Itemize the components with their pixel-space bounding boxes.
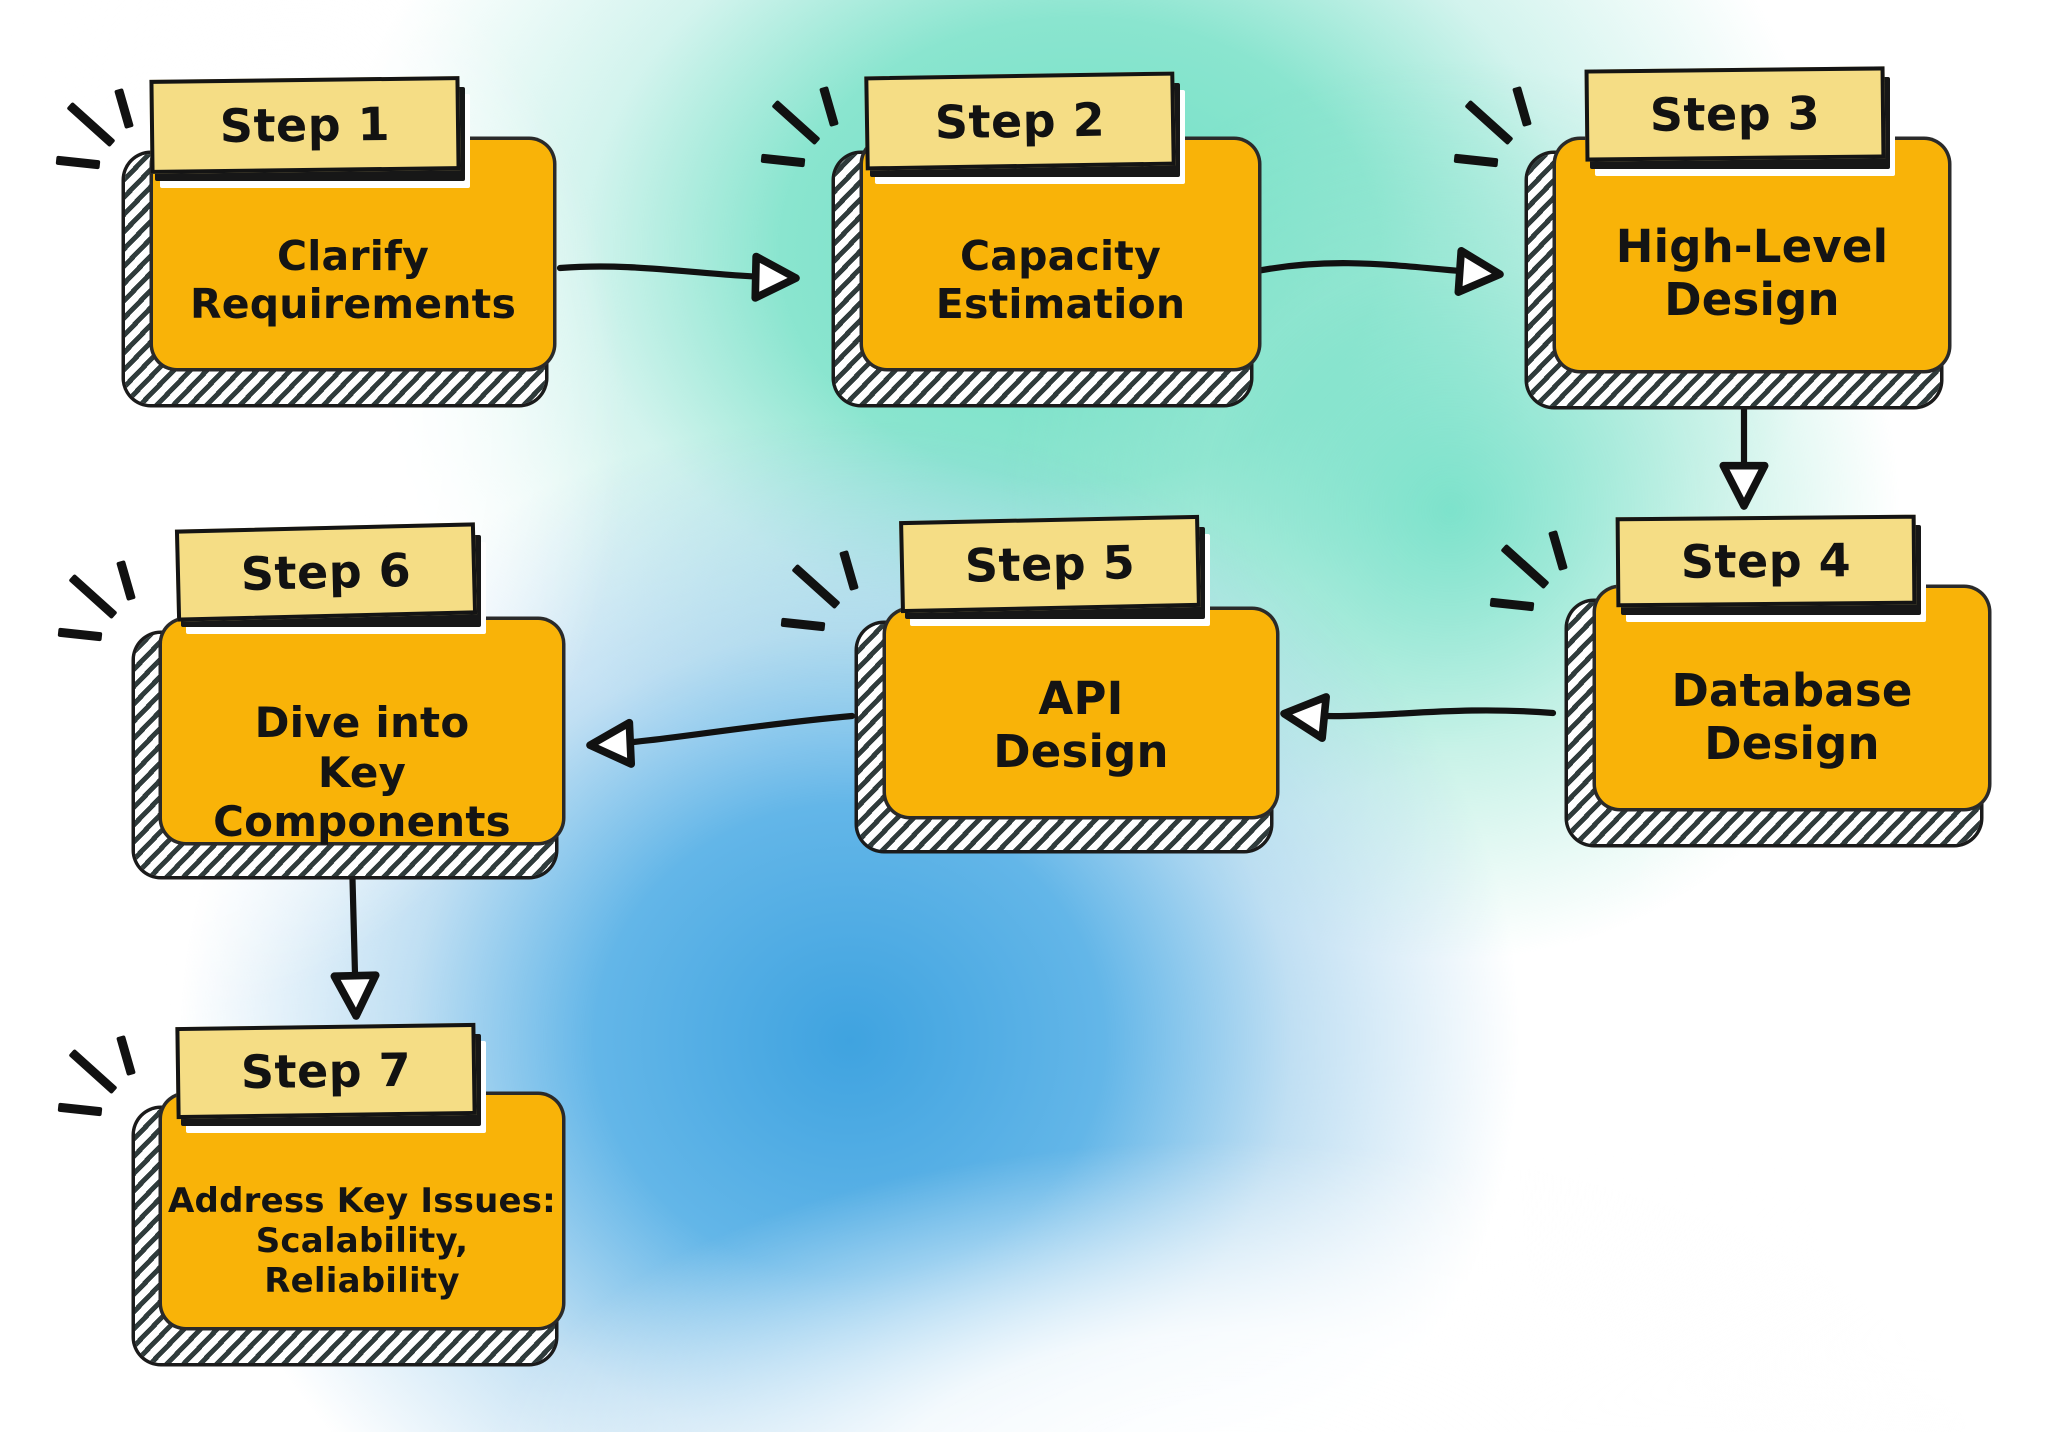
- node-step2[interactable]: Capacity Estimation Step 2: [760, 71, 1265, 404]
- spark-icon: [57, 1035, 152, 1137]
- chip-label: Step 7: [240, 1042, 412, 1100]
- card-body: [1556, 140, 1948, 370]
- chip-face: Step 4: [1615, 514, 1917, 608]
- spark-icon: [57, 560, 152, 662]
- node-step5[interactable]: API Design Step 5: [780, 514, 1290, 860]
- card-body: [162, 620, 562, 842]
- node-chip: Step 7: [175, 1022, 486, 1133]
- chip-label: Step 5: [964, 535, 1136, 593]
- node-chip: Step 3: [1584, 66, 1895, 176]
- node-label: High-Level Design: [1615, 220, 1889, 327]
- chip-label: Step 2: [934, 92, 1106, 150]
- chip-label: Step 3: [1649, 86, 1821, 142]
- node-label: Capacity Estimation: [935, 232, 1186, 329]
- node-label: Address Key Issues: Scalability, Reliabi…: [168, 1181, 556, 1302]
- node-step3[interactable]: High-Level Design Step 3: [1453, 66, 1960, 406]
- node-chip: Step 6: [174, 522, 486, 634]
- spark-icon: [1489, 530, 1584, 632]
- spark-icon: [780, 550, 875, 652]
- chip-label: Step 6: [240, 542, 412, 602]
- node-chip: Step 2: [864, 71, 1185, 184]
- node-label: Dive into Key Components: [213, 698, 511, 847]
- chip-face: Step 2: [864, 71, 1176, 171]
- node-chip: Step 4: [1615, 514, 1926, 622]
- chip-face: Step 3: [1584, 66, 1886, 162]
- card-body: [162, 1095, 562, 1327]
- chip-label: Step 4: [1680, 533, 1852, 589]
- spark-icon: [1453, 86, 1548, 188]
- node-label: API Design: [993, 672, 1169, 779]
- node-step7[interactable]: Address Key Issues: Scalability, Reliabi…: [57, 1022, 570, 1363]
- spark-icon: [55, 88, 150, 190]
- card-body: [1596, 588, 1988, 808]
- chip-face: Step 5: [899, 514, 1201, 614]
- chip-label: Step 1: [219, 96, 391, 154]
- node-chip: Step 5: [899, 514, 1210, 626]
- node-label: Database Design: [1671, 664, 1913, 771]
- spark-icon: [760, 86, 855, 188]
- chip-face: Step 1: [149, 76, 461, 174]
- node-label: Clarify Requirements: [189, 232, 517, 329]
- node-step4[interactable]: Database Design Step 4: [1489, 514, 2000, 844]
- card-body: [886, 610, 1276, 816]
- node-chip: Step 1: [149, 76, 470, 188]
- node-step1[interactable]: Clarify Requirements Step 1: [55, 76, 555, 404]
- chip-face: Step 6: [174, 522, 478, 622]
- chip-face: Step 7: [175, 1022, 477, 1120]
- node-step6[interactable]: Dive into Key Components Step 6: [57, 522, 570, 876]
